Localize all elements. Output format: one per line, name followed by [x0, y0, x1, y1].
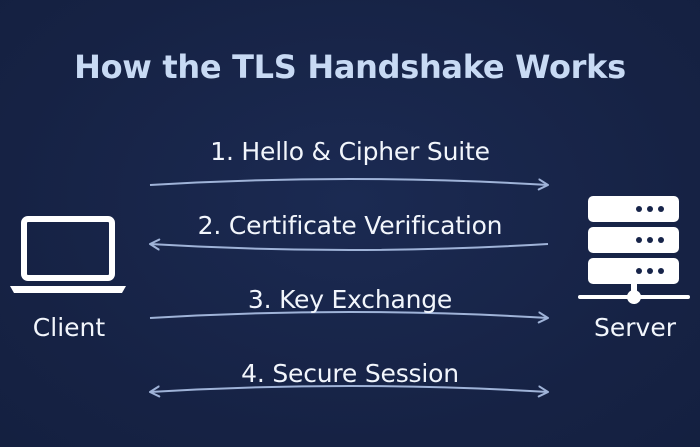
diagram-title: How the TLS Handshake Works: [74, 48, 626, 86]
step-1-arrow: [149, 178, 549, 191]
laptop-icon: [10, 216, 126, 293]
step-2-arrow: [149, 238, 549, 251]
step-3-arrow: [149, 311, 549, 324]
step-1-label: 1. Hello & Cipher Suite: [210, 137, 490, 166]
client-label: Client: [32, 313, 106, 342]
server-icon: [578, 196, 690, 304]
server-label: Server: [594, 313, 676, 342]
step-4-arrow: [149, 385, 549, 398]
step-2-label: 2. Certificate Verification: [197, 211, 503, 240]
step-4-label: 4. Secure Session: [241, 359, 459, 388]
step-3-label: 3. Key Exchange: [247, 285, 453, 314]
